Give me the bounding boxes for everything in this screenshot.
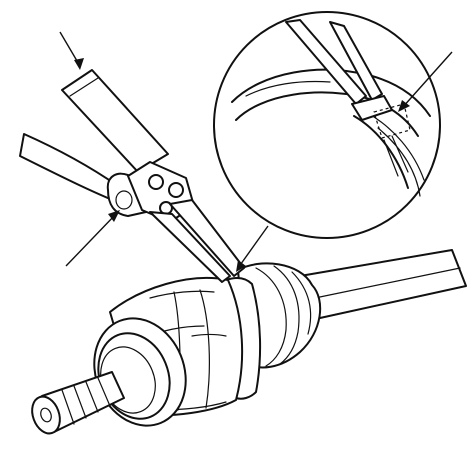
detail-view (213, 11, 441, 239)
spline-end (31, 395, 61, 435)
band-pliers (19, 69, 245, 283)
leader-line-left (65, 213, 117, 267)
pliers-jaw-lower (149, 211, 231, 283)
leader-line-jaw-to-detail (237, 225, 269, 269)
detail-circle (213, 11, 441, 239)
pliers-jaw-upper (169, 199, 245, 277)
detail-engagement-outline (373, 103, 411, 139)
leader-line-top-right (401, 51, 453, 109)
detail-jaw-tips (285, 19, 367, 105)
cv-joint-assembly (31, 249, 467, 435)
callout-leaders (59, 31, 453, 272)
pliers-upper-handle (61, 69, 169, 173)
